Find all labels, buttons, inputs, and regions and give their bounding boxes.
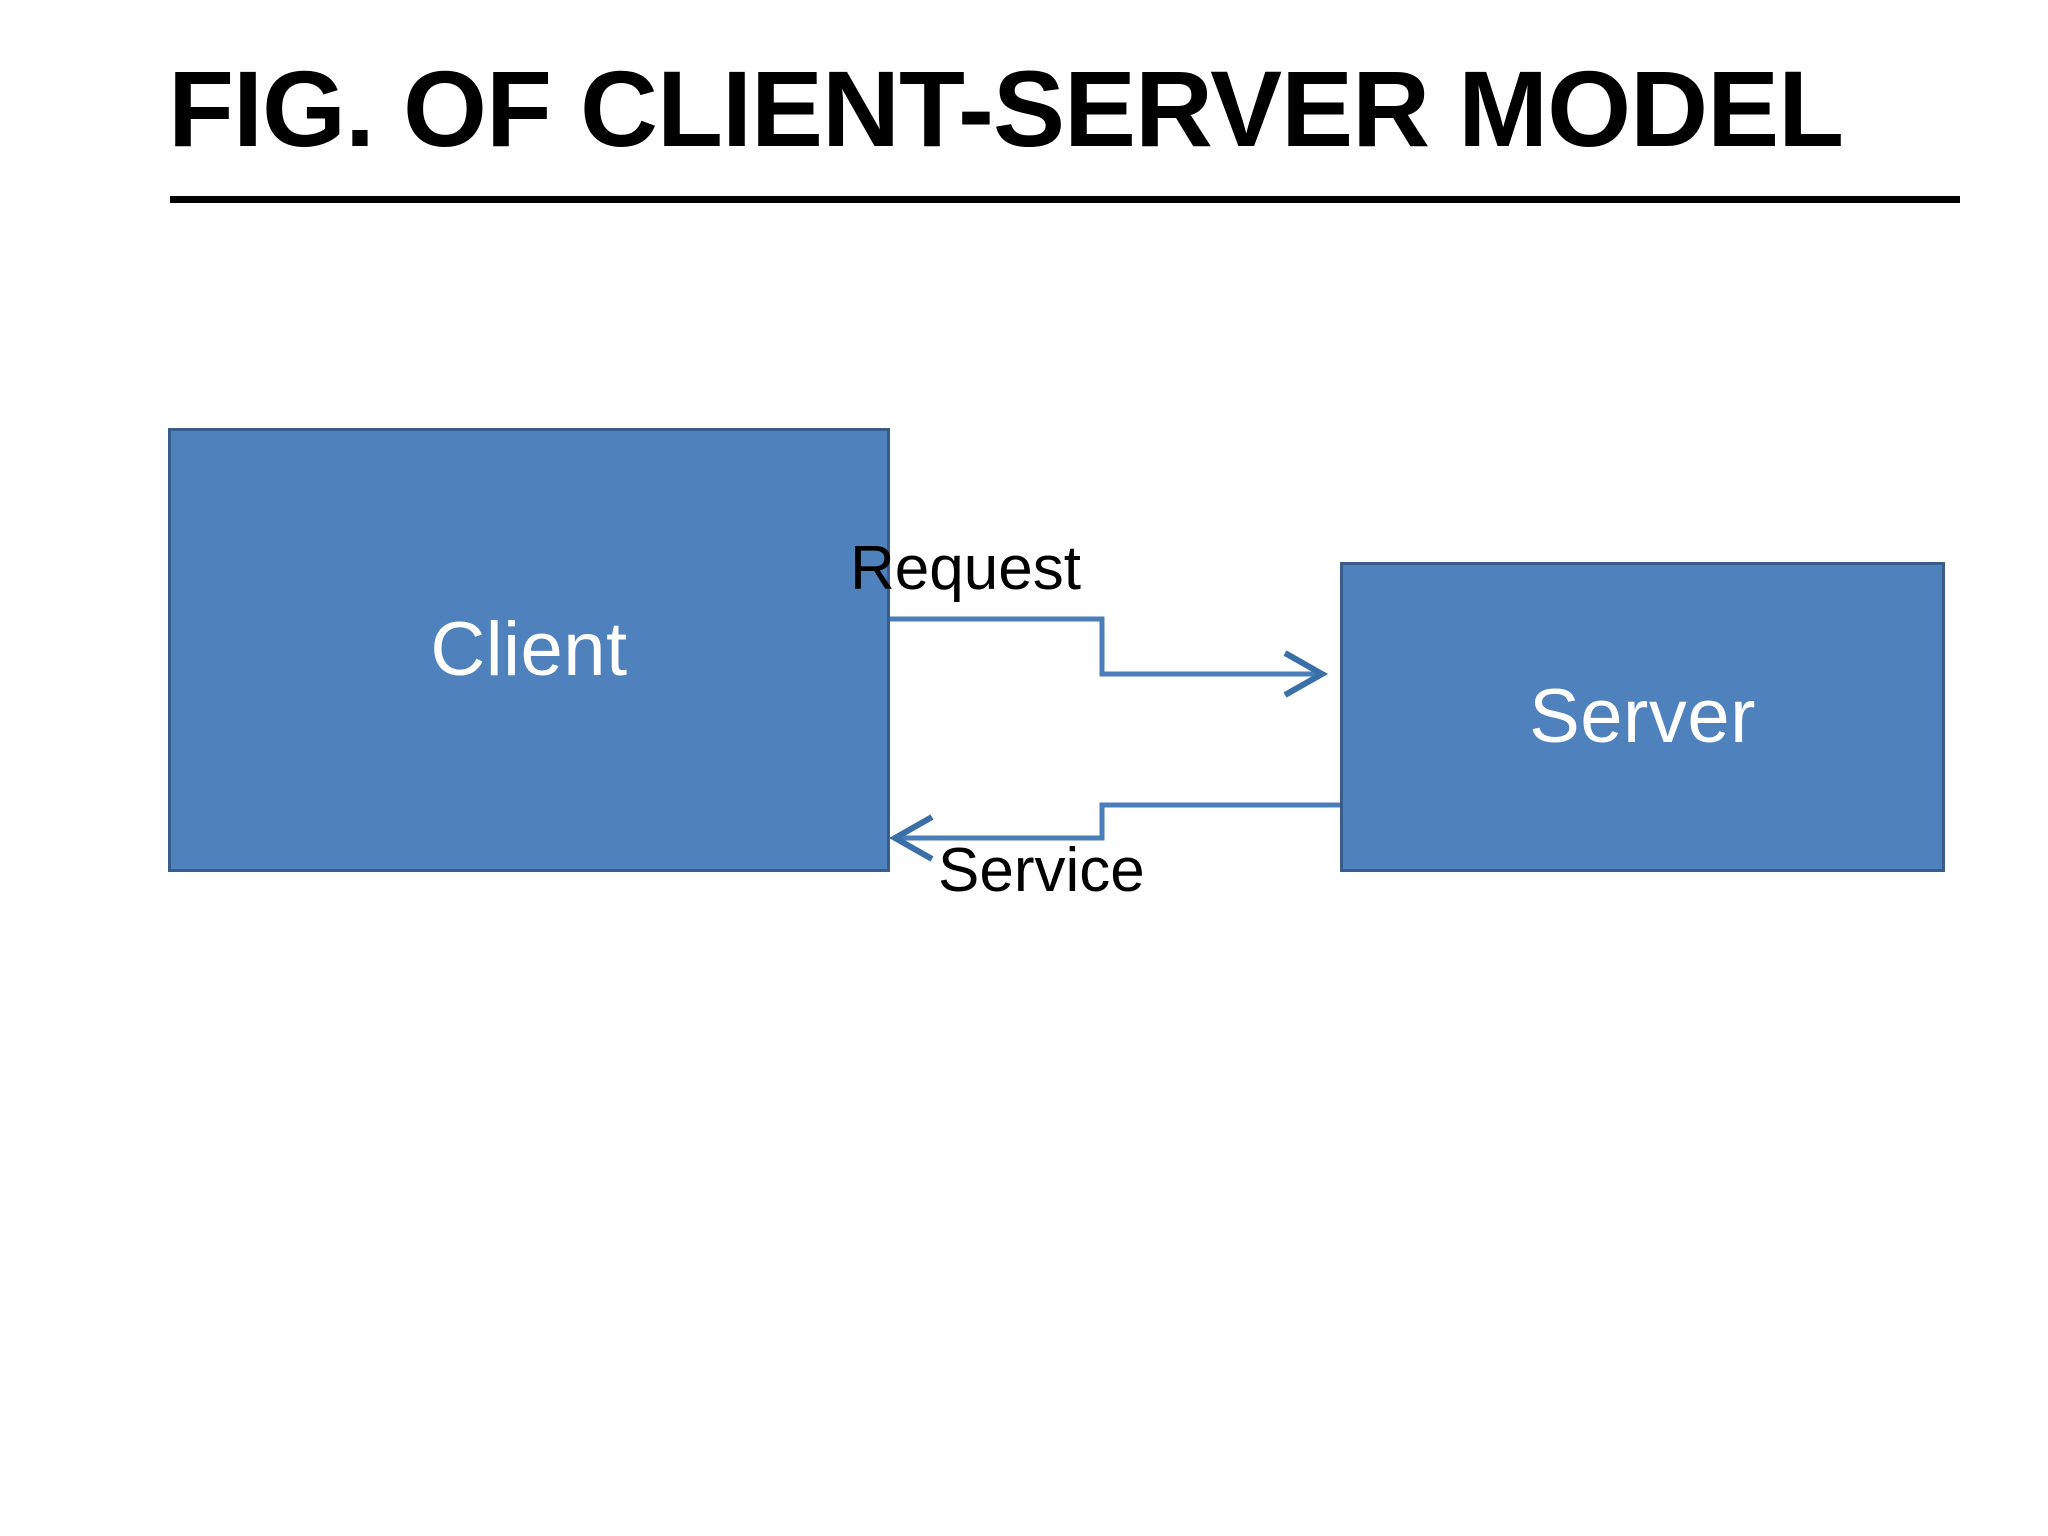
- connector-request-arrowhead: [1283, 650, 1329, 698]
- connector-service-path: [897, 802, 1340, 841]
- connector-request-path: [890, 616, 1320, 677]
- connector-service-arrowhead: [888, 814, 934, 862]
- connector-service-label: Service: [938, 836, 1145, 905]
- title-underline: [170, 196, 1960, 203]
- diagram-node-client[interactable]: Client: [168, 428, 890, 872]
- diagram-node-client-label: Client: [430, 607, 628, 692]
- page-title: FIG. OF CLIENT-SERVER MODEL: [168, 48, 1844, 169]
- connector-request-label: Request: [850, 534, 1081, 603]
- diagram-node-server[interactable]: Server: [1340, 562, 1945, 872]
- diagram-node-server-label: Server: [1529, 674, 1756, 759]
- connector-request[interactable]: [890, 616, 1329, 698]
